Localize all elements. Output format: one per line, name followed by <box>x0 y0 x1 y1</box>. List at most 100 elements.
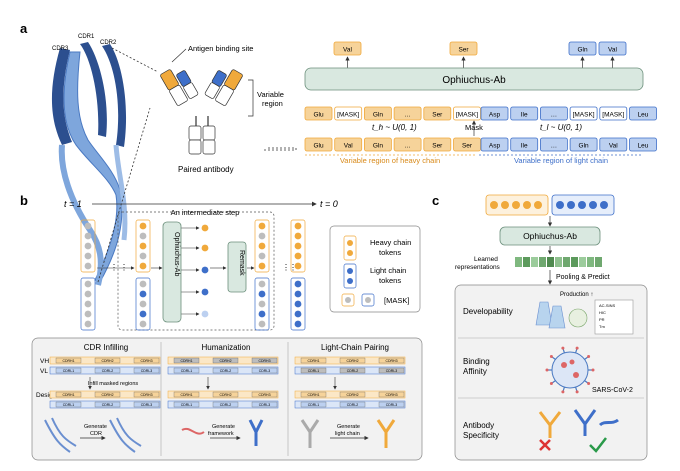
legend-mask-label: [MASK] <box>384 296 409 305</box>
step-heavy-token <box>139 252 147 260</box>
virus-spike-tip <box>587 354 591 358</box>
vh-bar-segment-label: CDRH1 <box>62 359 74 363</box>
vh-bar-segment-label: CDRH3 <box>140 359 152 363</box>
design-vh-bar-segment <box>94 391 121 398</box>
vl-bar-segment <box>251 367 278 374</box>
developability-illustration <box>535 299 634 335</box>
light-dot <box>556 201 564 209</box>
input-heavy-token-label: … <box>404 143 411 150</box>
design-vh-bar-segment-label: CDRH3 <box>140 393 152 397</box>
remask-heavy-frame <box>254 219 270 273</box>
cdr3-label: CDR3 <box>52 46 69 52</box>
ellipsis: ⋮ <box>282 263 290 272</box>
vl-bar-segment-label: CDRL1 <box>181 369 193 373</box>
panel-label-a: a <box>20 21 28 36</box>
masked-heavy-token-label: Gln <box>373 112 384 119</box>
ophiuchus-model-box-b <box>162 221 182 323</box>
start-light-token <box>84 310 92 318</box>
step-light-token <box>139 280 147 288</box>
design-vh-bar-segment-label: CDRH2 <box>346 393 358 397</box>
design-vl-bar-segment <box>251 401 278 408</box>
vl-bar-segment-label: CDRL2 <box>102 369 114 373</box>
masked-light-token-box <box>599 106 628 121</box>
token-columns: ⋮⋮⋮⋮ <box>80 219 306 331</box>
representation-cell <box>579 257 586 267</box>
light-dot <box>589 201 597 209</box>
heavy-dot <box>534 201 542 209</box>
pool-predict-label: Pooling & Predict <box>556 274 610 281</box>
design-vl-bar-segment-label: CDRL3 <box>386 403 398 407</box>
learned-label-1: Learned <box>474 256 498 263</box>
masked-light-token-label: [MASK] <box>573 112 595 119</box>
step-heavy-token <box>139 262 147 270</box>
vh-bar-segment <box>94 357 121 364</box>
cdr1-label: CDR1 <box>78 34 95 40</box>
masked-heavy-token-label: Glu <box>313 112 324 119</box>
generate-light-label-1: Generate <box>337 424 360 430</box>
virus-spike-tip <box>561 390 565 394</box>
design-vh-bar-segment <box>339 391 366 398</box>
output-token-box <box>449 41 478 56</box>
generate-cdr-label-2: CDR <box>90 431 102 437</box>
representation-cell <box>587 257 594 267</box>
step-light-token <box>139 310 147 318</box>
cdr-loop-illustration <box>51 42 128 286</box>
output-token-label: Gln <box>577 47 588 54</box>
generate-cdr-label-1: Generate <box>84 424 107 430</box>
task-developability: Developability <box>463 307 513 316</box>
vh-bar-segment <box>133 357 160 364</box>
representation-cell <box>539 257 546 267</box>
generate-framework-label-2: framework <box>208 431 234 437</box>
legend-heavy-icon-frame <box>343 235 357 261</box>
start-light-token <box>84 300 92 308</box>
input-light-token-box <box>480 137 509 152</box>
masked-heavy-token-label: [MASK] <box>456 112 478 119</box>
vh-bar-segment-label: CDRH3 <box>385 359 397 363</box>
input-light-token-box <box>629 137 657 152</box>
vl-bar-segment <box>212 367 239 374</box>
final-light-token <box>294 320 302 328</box>
light-dot <box>567 201 575 209</box>
ophiuchus-model-box-a <box>304 67 644 91</box>
design-vh-bar-segment-label: CDRH2 <box>101 393 113 397</box>
design-vl-bar-segment-label: CDRL1 <box>308 403 320 407</box>
light-dot <box>600 201 608 209</box>
ophiuchus-model-label-b: Ophiuchus-Ab <box>173 232 180 276</box>
virus-spike-tip <box>549 382 553 386</box>
task-illustrations <box>44 417 396 453</box>
remask-heavy-token <box>258 222 266 230</box>
legend-mask-icon <box>345 297 351 303</box>
sars-label: SARS-CoV-2 <box>592 387 633 394</box>
output-token-box <box>598 41 627 56</box>
remask-light-token <box>258 290 266 298</box>
sars-virus-icon <box>551 351 589 389</box>
output-token-label: Val <box>608 47 617 54</box>
legend-light-icon <box>347 268 353 274</box>
vh-label: VH <box>40 358 49 365</box>
panel-label-c: c <box>432 193 439 208</box>
legend-icons <box>341 235 375 307</box>
start-heavy-frame <box>80 219 96 273</box>
final-heavy-token <box>294 242 302 250</box>
legend-mask-light-frame <box>361 293 375 307</box>
variable-region-label-2: region <box>262 99 283 108</box>
final-light-token <box>294 280 302 288</box>
vh-bar-segment <box>300 357 327 364</box>
design-vh-bar-segment <box>55 391 82 398</box>
virus-spike-tip <box>587 382 591 386</box>
vl-bar-segment <box>339 367 366 374</box>
cdr2-label: CDR2 <box>100 40 117 46</box>
representation-cell <box>547 257 554 267</box>
predicted-token <box>201 244 209 252</box>
input-heavy-token-box <box>393 137 422 152</box>
legend-mask-heavy-frame <box>341 293 355 307</box>
vl-bar-segment-label: CDRL3 <box>386 369 398 373</box>
representation-cell <box>531 257 538 267</box>
remask-light-token <box>258 310 266 318</box>
ophiuchus-model-box-c <box>499 226 601 246</box>
input-heavy-token-box <box>453 137 481 152</box>
vl-bar-segment <box>300 367 327 374</box>
start-heavy-token <box>84 242 92 250</box>
vh-bar-segment <box>212 357 239 364</box>
